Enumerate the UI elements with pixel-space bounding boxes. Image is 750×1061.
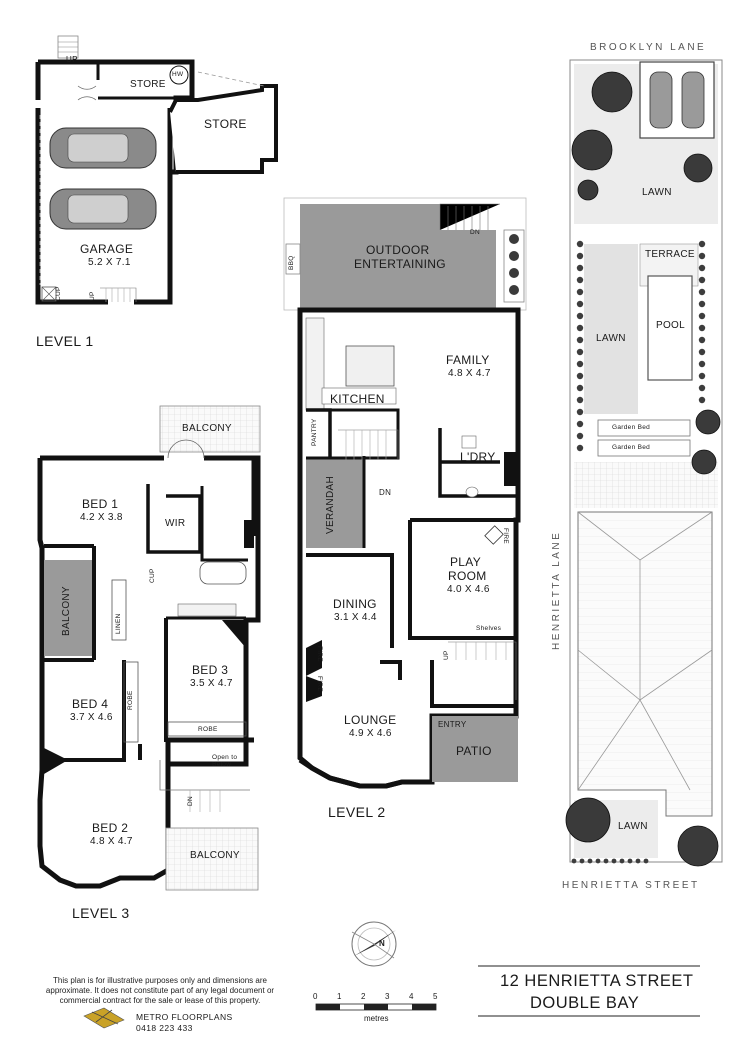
hw-label: HW [172,71,184,78]
disclaimer-text: This plan is for illustrative purposes o… [45,976,275,1005]
brooklyn-lane-label: BROOKLYN LANE [590,42,707,53]
level-2-plan [283,197,527,789]
tree-icon [591,71,633,113]
bed2-dimensions: 4.8 X 4.7 [90,836,133,847]
address-line-1: 12 HENRIETTA STREET [500,972,694,990]
level2-dn-stair-label: DN [379,488,392,497]
laundry-label: L'DRY [460,450,496,464]
car-icon [649,71,673,129]
tree-icon [577,179,599,201]
level-3-title: LEVEL 3 [72,905,130,921]
scale-tick-1: 1 [337,992,342,1001]
play-room-dimensions: 4.0 X 4.6 [447,584,490,595]
tree-icon [683,153,713,183]
level2-up-label: UP [443,650,450,660]
terrace-label: TERRACE [645,249,695,260]
compass-icon [351,921,397,967]
entry-label: ENTRY [438,720,467,729]
level3-cup-label: CUP [149,568,156,583]
bed4-robe-label: ROBE [127,690,134,710]
brand-phone: 0418 223 433 [136,1023,193,1033]
bed3-dimensions: 3.5 X 4.7 [190,678,233,689]
dining-fire-label-2: FIRE [316,676,323,693]
scale-bar [315,1003,437,1011]
level1-cup-label: CUP [55,286,62,301]
balcony-bottom-label: BALCONY [190,850,240,861]
car-icon [49,188,157,230]
tree-icon [695,409,721,435]
bed4-dimensions: 3.7 X 4.6 [70,712,113,723]
level1-up-label: UP [66,55,78,64]
site-plan [565,59,723,867]
play-room-label: PLAY [450,555,481,569]
scale-tick-3: 3 [385,992,390,1001]
bed2-label: BED 2 [92,821,129,835]
family-label: FAMILY [446,353,490,367]
verandah-label: VERANDAH [325,476,336,534]
metro-floorplans-logo [83,1007,125,1029]
balcony-top-label: BALCONY [182,423,232,434]
car-icon [49,127,157,169]
level-3-plan [37,405,261,891]
dining-fire-label-1: FIRE [316,646,323,663]
lawn-top-label: LAWN [642,187,672,198]
lawn-mid-label: LAWN [596,333,626,344]
level1-up-bottom-label: UP [89,291,96,301]
scale-tick-4: 4 [409,992,414,1001]
bbq-label: BBQ [288,255,295,270]
tree-icon [571,129,613,171]
brand-name: METRO FLOORPLANS [136,1012,233,1022]
entertaining-label: ENTERTAINING [354,257,446,271]
garden-bed-label-1: Garden Bed [612,424,651,431]
family-dimensions: 4.8 X 4.7 [448,368,491,379]
pool-label: POOL [656,320,685,331]
linen-label: LINEN [115,613,122,634]
tree-icon [677,825,719,867]
kitchen-label: KITCHEN [330,392,385,406]
level3-dn-label: DN [187,796,194,806]
tree-icon [691,449,717,475]
tree-icon [565,797,611,843]
address-line-2: DOUBLE BAY [530,994,640,1012]
balcony-left-label: BALCONY [61,586,72,636]
level-1-title: LEVEL 1 [36,333,94,349]
level-2-title: LEVEL 2 [328,804,386,820]
shelves-label: Shelves [476,625,502,632]
scale-tick-2: 2 [361,992,366,1001]
garden-bed-label-2: Garden Bed [612,444,651,451]
garage-dimensions: 5.2 X 7.1 [88,257,131,268]
scale-tick-5: 5 [433,992,438,1001]
pantry-label: PANTRY [311,418,318,446]
garage-label: GARAGE [80,242,134,256]
wir-label: WIR [165,518,186,529]
scale-tick-0: 0 [313,992,318,1001]
lounge-label: LOUNGE [344,713,397,727]
level-1-plan [35,35,278,305]
bed1-dimensions: 4.2 X 3.8 [80,512,123,523]
level1-store-label: STORE [130,79,166,90]
dining-dimensions: 3.1 X 4.4 [334,612,377,623]
henrietta-street-label: HENRIETTA STREET [562,880,700,891]
bed3-robe-label: ROBE [198,726,218,733]
play-room-label-2: ROOM [448,569,487,583]
dining-label: DINING [333,597,377,611]
henrietta-lane-label: HENRIETTA LANE [551,530,562,650]
patio-label: PATIO [456,744,492,758]
bed1-label: BED 1 [82,497,119,511]
lawn-bottom-label: LAWN [618,821,648,832]
bed4-label: BED 4 [72,697,109,711]
car-icon [681,71,705,129]
level2-dn-top-label: DN [470,229,480,236]
scale-unit-label: metres [364,1014,389,1023]
bed3-label: BED 3 [192,663,229,677]
level1-store-large-label: STORE [204,117,247,131]
open-to-below-label: Open to Below [212,754,238,768]
outdoor-label: OUTDOOR [366,243,430,257]
lounge-dimensions: 4.9 X 4.6 [349,728,392,739]
compass-north-label: N [379,939,386,948]
play-fire-label: FIRE [502,528,509,545]
